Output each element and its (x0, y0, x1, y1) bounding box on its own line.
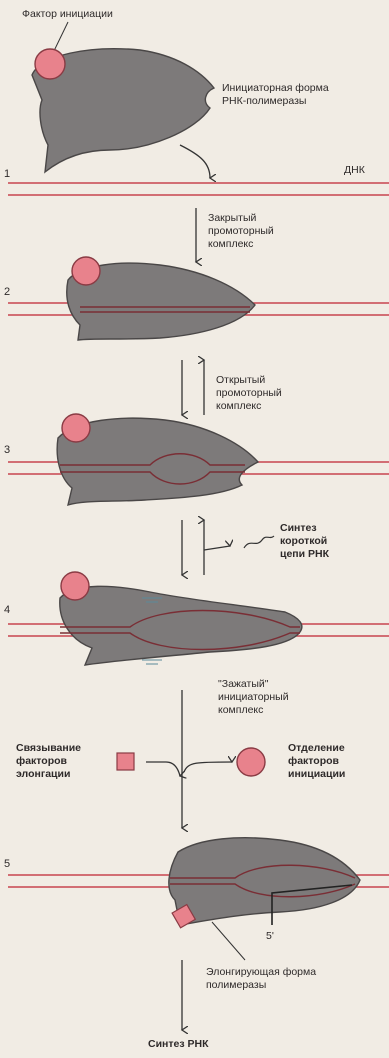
label-initiation-form-line1: Инициаторная форма (222, 82, 329, 95)
label-rna-synthesis: Синтез РНК (148, 1038, 209, 1051)
elongating-form-pointer (212, 922, 245, 960)
branch-arrow-short-rna (204, 546, 230, 550)
initiation-factor-step4 (61, 572, 89, 600)
label-factor-release: Отделение факторов инициации (288, 742, 345, 781)
label-open-complex: Открытый промоторный комплекс (216, 374, 282, 413)
label-short-rna-line2: короткой (280, 535, 329, 548)
label-initiation-form: Инициаторная форма РНК-полимеразы (222, 82, 329, 108)
polymerase-stalled-complex (60, 586, 302, 665)
label-elong-line3: элонгации (16, 768, 81, 781)
label-closed-line3: комплекс (208, 238, 274, 251)
step-number-1: 1 (4, 168, 10, 180)
polymerase-elongating-form (169, 838, 360, 925)
initiation-factor-step2 (72, 257, 100, 285)
label-closed-line2: промоторный (208, 225, 274, 238)
label-release-line1: Отделение (288, 742, 345, 755)
step-number-2: 2 (4, 286, 10, 298)
label-open-line3: комплекс (216, 400, 282, 413)
label-short-rna-line1: Синтез (280, 522, 329, 535)
label-release-line3: инициации (288, 768, 345, 781)
label-elongating-line1: Элонгирующая форма (206, 966, 316, 979)
short-rna-squiggle (244, 536, 274, 548)
label-elongating-line2: полимеразы (206, 979, 316, 992)
initiation-factor-step3 (62, 414, 90, 442)
label-initiation-factor: Фактор инициации (22, 8, 113, 21)
label-release-line2: факторов (288, 755, 345, 768)
arrow-initiation-factor-release (184, 762, 232, 772)
label-stalled-line2: инициаторный (218, 691, 289, 704)
label-short-rna-synthesis: Синтез короткой цепи РНК (280, 522, 329, 561)
label-stalled-line3: комплекс (218, 704, 289, 717)
label-stalled-complex: "Зажатый" инициаторный комплекс (218, 678, 289, 717)
label-elong-line1: Связывание (16, 742, 81, 755)
initiation-factor-circle (35, 49, 65, 79)
elongation-factor-square (117, 753, 134, 770)
label-elongation-binding: Связывание факторов элонгации (16, 742, 81, 781)
label-open-line2: промоторный (216, 387, 282, 400)
step-number-5: 5 (4, 858, 10, 870)
arrow-to-step1 (180, 145, 210, 178)
step-number-4: 4 (4, 604, 10, 616)
label-five-prime: 5' (266, 930, 274, 943)
label-closed-complex: Закрытый промоторный комплекс (208, 212, 274, 251)
label-elong-line2: факторов (16, 755, 81, 768)
label-closed-line1: Закрытый (208, 212, 274, 225)
label-elongating-form: Элонгирующая форма полимеразы (206, 966, 316, 992)
dna-step1 (8, 183, 389, 195)
label-stalled-line1: "Зажатый" (218, 678, 289, 691)
label-dna: ДНК (344, 164, 365, 177)
arrow-elongation-factor-joining (146, 762, 180, 776)
label-initiation-form-line2: РНК-полимеразы (222, 95, 329, 108)
step-number-3: 3 (4, 444, 10, 456)
label-short-rna-line3: цепи РНК (280, 548, 329, 561)
label-open-line1: Открытый (216, 374, 282, 387)
released-initiation-factor (237, 748, 265, 776)
